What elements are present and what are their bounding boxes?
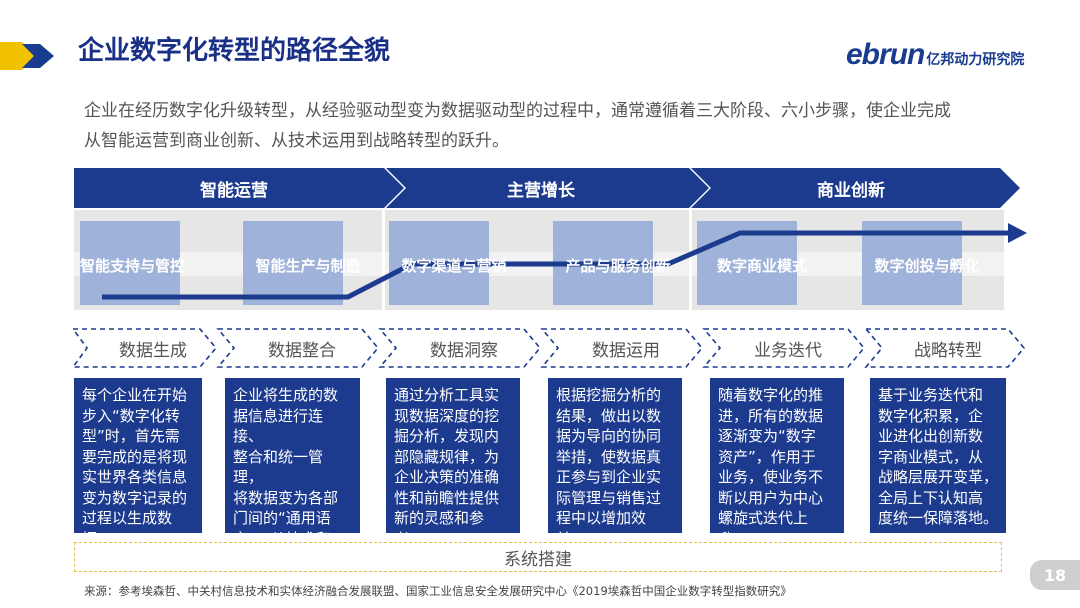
desc-line: 螺旋式迭代上升。 [718,509,809,548]
corner-arrow-icon [0,42,54,70]
desc-line: 进，所有的数据 [718,406,824,425]
sub-stage-label: 智能支持与管控 [80,257,186,275]
sub-stage-label: 智能生产与制造 [255,257,361,275]
step-chevrons [71,328,1026,368]
desc-line: 实世界各类信息 [82,468,188,486]
desc-line: 通过分析工具实 [394,386,500,404]
desc-line: 随着数字化的推 [718,386,824,404]
desc-line: 认知上开始同频。 [233,550,324,589]
desc-line: 企业将生成的数 [233,386,339,404]
phase-1: 智能运营 [200,180,268,201]
desc-line: 要完成的是将现 [82,447,188,466]
sub-stage-label: 数字商业模式 [716,257,807,275]
desc-line: 全局上下认知高 [878,488,984,507]
desc-line: 过程以生成数据。 [82,509,173,548]
step-description: 随着数字化的推 进，所有的数据 逐渐变为“数字 资产”，作用于 业务，使业务不 … [710,378,844,548]
phase-2: 主营增长 [507,180,575,201]
desc-line: 基于业务迭代和 [878,386,984,404]
step-label: 战略转型 [914,340,982,361]
desc-line: 门间的“通用语 [233,509,331,527]
desc-line: 将数据变为各部 [233,488,339,507]
desc-line: 业进化出创新数 [878,427,984,445]
desc-line: 际管理与销售过 [556,488,662,507]
step-description: 基于业务迭代和 数字化积累，企 业进化出创新数 字商业模式，从 战略层展开变革，… [870,378,1006,533]
logo-cn: 亿邦动力研究院 [926,52,1025,68]
desc-line: 变为数字记录的 [82,488,188,507]
system-build-base: 系统搭建 [74,542,1002,572]
desc-line: 资产”，作用于 [718,447,816,466]
desc-line: 根据挖掘分析的 [556,386,662,404]
desc-line: 程中以增加效益。 [556,509,647,548]
source-note: 来源：参考埃森哲、中关村信息技术和实体经济融合发展联盟、国家工业信息安全发展研究… [84,584,792,598]
step-label: 数据生成 [119,340,187,361]
intro-line-1: 企业在经历数字化升级转型，从经验驱动型变为数据驱动型的过程中，通常遵循着三大阶段… [84,101,951,121]
desc-line: 据为导向的协同 [556,427,662,445]
desc-line: 字商业模式，从 [878,447,984,466]
sub-stage-box [80,221,180,305]
desc-line: 每个企业在开始 [82,386,188,404]
intro-text: 企业在经历数字化升级转型，从经验驱动型变为数据驱动型的过程中，通常遵循着三大阶段… [84,96,1014,156]
phase-3: 商业创新 [817,180,885,201]
band-divider [382,210,385,310]
step-label: 业务迭代 [754,340,822,361]
desc-line: 结果，做出以数 [556,406,662,425]
phase-arrows [74,168,1020,208]
desc-line: 据信息进行连接、 [233,406,324,446]
brand-logo: ebrun 亿邦动力研究院 [846,38,1024,72]
band-divider [689,210,692,310]
sub-stage-label: 产品与服务创新 [565,257,671,275]
intro-line-2: 从智能运营到商业创新、从技术运用到战略转型的跃升。 [84,131,509,151]
desc-line: 整合和统一管理， [233,447,324,487]
logo-en: ebrun [846,38,925,71]
desc-line: 数字化积累，企 [878,406,984,425]
desc-line: 度统一保障落地。 [878,509,999,527]
desc-line: 现数据深度的挖 [394,406,500,425]
page-title: 企业数字化转型的路径全貌 [78,36,391,66]
step-label: 数据整合 [268,340,336,361]
desc-line: 企业决策的准确 [394,468,500,486]
desc-line: 言”，从技术和 [233,529,331,548]
desc-line: 掘分析，发现内 [394,427,500,445]
desc-line: 举措，使数据真 [556,447,662,466]
desc-line: 新的灵感和参考。 [394,509,485,548]
sub-stage-label: 数字创投与孵化 [874,257,980,275]
desc-line: 性和前瞻性提供 [394,488,500,507]
desc-line: 业务，使业务不 [718,468,824,486]
page-number: 18 [1030,560,1080,590]
sub-stage-label: 数字渠道与营销 [401,257,507,275]
step-label: 数据洞察 [430,340,498,361]
step-description: 通过分析工具实 现数据深度的挖 掘分析，发现内 部隐藏规律，为 企业决策的准确 … [386,378,520,548]
step-label: 数据运用 [592,340,660,361]
desc-line: 步入“数字化转 [82,406,180,425]
step-description: 根据挖掘分析的 结果，做出以数 据为导向的协同 举措，使数据真 正参与到企业实 … [548,378,682,548]
growth-arrow [102,223,1027,300]
step-description: 企业将生成的数 据信息进行连接、 整合和统一管理， 将数据变为各部 门间的“通用… [225,378,360,589]
desc-line: 部隐藏规律，为 [394,447,500,466]
desc-line: 正参与到企业实 [556,468,662,486]
sub-stage-box [243,221,343,305]
desc-line: 断以用户为中心 [718,488,824,507]
step-description: 每个企业在开始 步入“数字化转 型”时，首先需 要完成的是将现 实世界各类信息 … [74,378,202,548]
desc-line: 战略层展开变革， [878,468,999,486]
desc-line: 型”时，首先需 [82,427,180,445]
desc-line: 逐渐变为“数字 [718,427,816,445]
